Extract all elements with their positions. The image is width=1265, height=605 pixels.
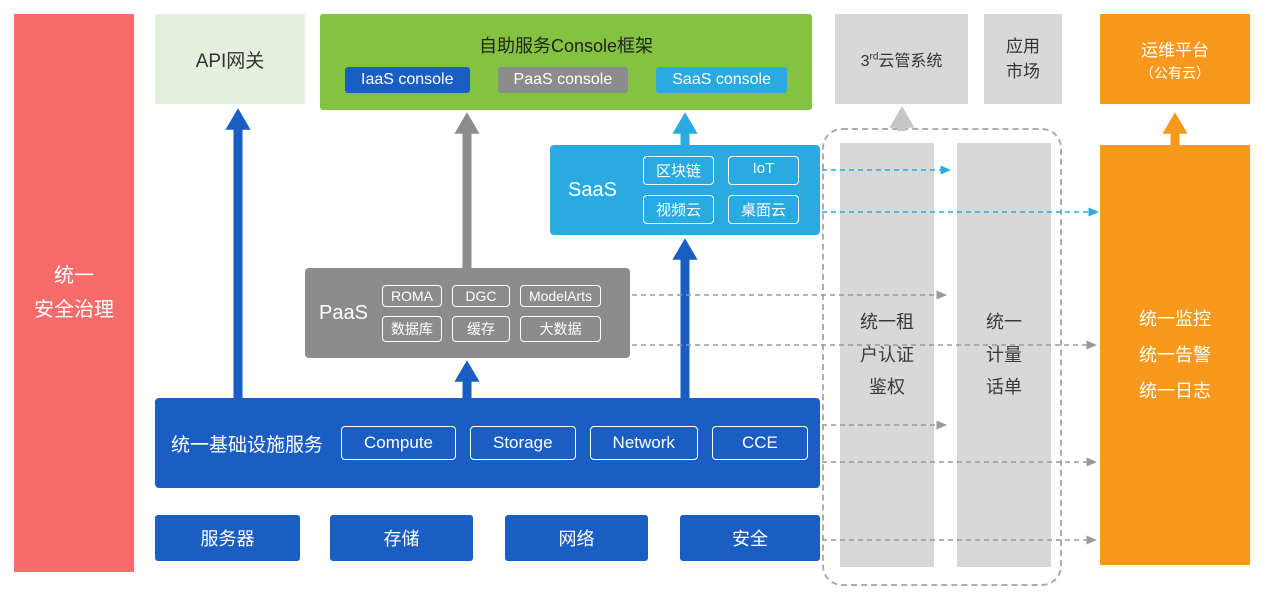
console-frame-title: 自助服务Console框架 (478, 35, 654, 56)
tenant-auth-bar: 统一租 户认证 鉴权 (840, 143, 934, 567)
console-button-row: IaaS console PaaS console SaaS console (345, 66, 787, 93)
paas-chip: 大数据 (519, 315, 601, 342)
third-party-cloud-box: 3rd云管系统 (835, 14, 968, 104)
hardware-box-network: 网络 (505, 515, 648, 561)
infrastructure-box: 统一基础设施服务 Compute Storage Network CCE (155, 398, 820, 488)
monitoring-box: 统一监控 统一告警 统一日志 (1100, 145, 1250, 565)
saas-chip: 区块链 (642, 156, 714, 185)
saas-chip: IoT (727, 156, 799, 185)
paas-chip: ModelArts (519, 284, 601, 307)
app-market-box: 应用 市场 (984, 14, 1062, 104)
metering-label: 统一 计量 话单 (986, 312, 1022, 398)
ops-platform-title: 运维平台 (1141, 40, 1209, 60)
paas-chip: 缓存 (451, 315, 510, 342)
saas-chip-grid: 区块链 IoT 视频云 桌面云 (642, 156, 799, 224)
saas-chip: 桌面云 (727, 195, 799, 224)
saas-label: SaaS (568, 178, 617, 201)
infra-chip: CCE (711, 426, 808, 460)
paas-chip: ROMA (381, 284, 442, 307)
ops-platform-subtitle: （公有云） (1140, 64, 1210, 81)
iaas-console-button: IaaS console (345, 66, 470, 93)
infrastructure-label: 统一基础设施服务 (171, 434, 324, 456)
security-governance-label: 统一 安全治理 (34, 265, 114, 321)
third-party-cloud-label: 3rd云管系统 (860, 51, 943, 70)
paas-chip-grid: ROMA DGC ModelArts 数据库 缓存 大数据 (381, 284, 601, 342)
paas-label: PaaS (319, 301, 368, 324)
paas-console-button: PaaS console (497, 66, 629, 93)
security-governance-bar: 统一 安全治理 (14, 14, 134, 572)
hardware-box-storage: 存储 (330, 515, 473, 561)
metering-bar: 统一 计量 话单 (957, 143, 1051, 567)
saas-box: SaaS 区块链 IoT 视频云 桌面云 (550, 145, 820, 235)
infra-chip: Network (589, 426, 698, 460)
infra-chip: Compute (341, 426, 456, 460)
tenant-auth-label: 统一租 户认证 鉴权 (860, 312, 914, 398)
app-market-label: 应用 市场 (1006, 36, 1040, 82)
paas-box: PaaS ROMA DGC ModelArts 数据库 缓存 大数据 (305, 268, 630, 358)
hardware-box-server: 服务器 (155, 515, 300, 561)
shared-services-panel (822, 128, 1062, 586)
paas-chip: 数据库 (381, 315, 442, 342)
ops-platform-box: 运维平台 （公有云） (1100, 14, 1250, 104)
paas-chip: DGC (451, 284, 510, 307)
hardware-box-security: 安全 (680, 515, 820, 561)
infrastructure-chip-row: Compute Storage Network CCE (341, 426, 808, 460)
infra-chip: Storage (470, 426, 576, 460)
saas-console-button: SaaS console (656, 66, 787, 93)
api-gateway-label: API网关 (195, 50, 265, 72)
console-frame: 自助服务Console框架 IaaS console PaaS console … (320, 14, 812, 110)
monitoring-label: 统一监控 统一告警 统一日志 (1139, 309, 1211, 401)
api-gateway-box: API网关 (155, 14, 305, 104)
saas-chip: 视频云 (642, 195, 714, 224)
